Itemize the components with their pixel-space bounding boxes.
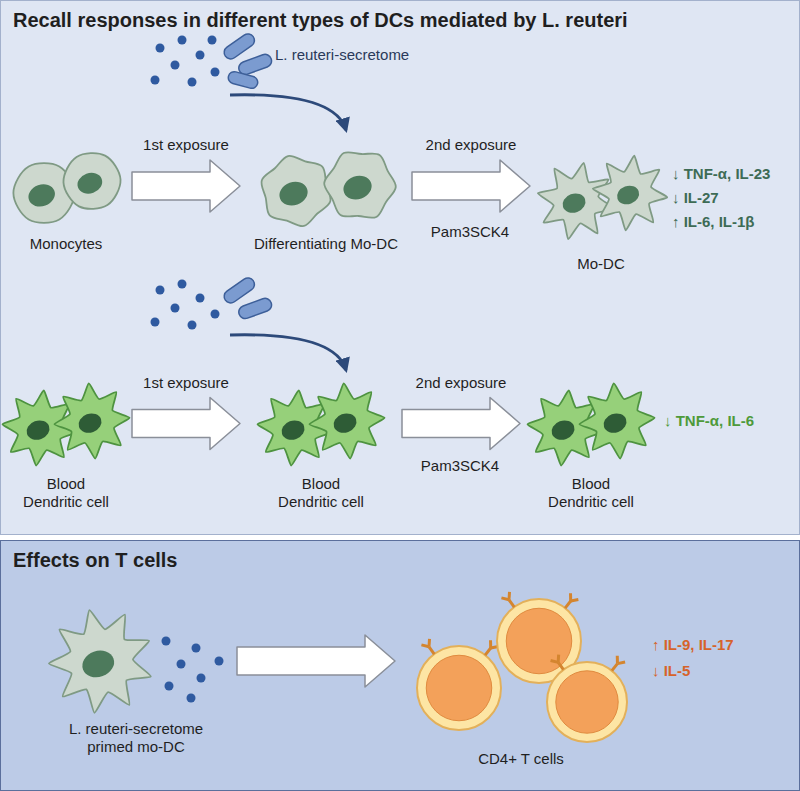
receptor	[565, 593, 578, 608]
cell-nucleus	[76, 410, 104, 436]
cell-illustration	[257, 383, 384, 465]
cell-illustration	[417, 592, 627, 742]
cell-illustration	[6, 376, 126, 471]
secretome-dot	[177, 660, 186, 669]
cytokine-change: ↓ IL-27	[672, 189, 719, 207]
cell-label: Mo-DC	[541, 255, 661, 273]
cell-nucleus	[601, 410, 629, 436]
cell-body	[261, 156, 330, 226]
secretome-dot	[192, 644, 201, 653]
exposure-label: 2nd exposure	[416, 374, 507, 391]
cytokine-change: ↑ IL-6, IL-1β	[672, 213, 755, 231]
block-arrow	[132, 160, 240, 212]
cell-nucleus	[75, 169, 106, 197]
secretome-dot	[187, 694, 196, 703]
exposure-label: 1st exposure	[143, 374, 229, 391]
cell-nucleus	[331, 410, 359, 436]
cell-body	[309, 383, 384, 458]
secretome-illustration	[151, 275, 347, 370]
cell-label: Blood Dendritic cell	[273, 475, 369, 511]
t-cell-nucleus	[426, 655, 492, 721]
cell-illustration	[538, 156, 667, 239]
t-cell-body	[417, 646, 501, 730]
cell-illustration	[6, 141, 126, 231]
cell-illustration	[246, 141, 406, 231]
t-cell-nucleus	[506, 608, 572, 674]
cell-nucleus	[276, 178, 311, 210]
cell-label: Blood Dendritic cell	[18, 475, 114, 511]
cell-illustration	[261, 152, 395, 226]
panel: Recall responses in different types of D…	[0, 0, 800, 535]
cell-body	[49, 610, 151, 713]
cell-body	[538, 163, 614, 239]
cytokine-change: ↓ TNF-α, IL-6	[664, 412, 754, 430]
cytokine-change: ↓ TNF-α, IL-23	[672, 165, 770, 183]
block-arrow	[412, 160, 530, 212]
cell-nucleus	[549, 417, 577, 443]
exposure-label: 2nd exposure	[426, 136, 517, 153]
t-cell-body	[547, 662, 627, 742]
cell-nucleus	[25, 181, 58, 211]
cell-illustration	[527, 383, 654, 465]
block-arrow	[132, 398, 240, 450]
receptor	[501, 592, 514, 607]
cell-illustration	[41, 606, 231, 716]
block-arrow	[237, 635, 395, 687]
exposure-label: 1st exposure	[143, 136, 229, 153]
panel-heading: Effects on T cells	[1, 541, 799, 580]
cell-label: L. reuteri-secretome primed mo-DC	[51, 720, 221, 756]
cell-label: Differentiating Mo-DC	[246, 235, 406, 253]
cell-group: Blood Dendritic cell	[6, 376, 126, 511]
cell-nucleus	[279, 417, 307, 443]
cell-nucleus	[24, 417, 52, 443]
cell-nucleus	[560, 190, 588, 216]
secretome-dot	[197, 674, 206, 683]
receptor	[551, 655, 564, 670]
panel-ground	[1, 1, 799, 534]
cell-illustration	[401, 586, 641, 746]
cell-body	[63, 153, 120, 209]
cytokine-change: ↑ IL-9, IL-17	[652, 636, 734, 654]
cell-label: Blood Dendritic cell	[543, 475, 639, 511]
cell-nucleus	[614, 183, 641, 208]
cell-nucleus	[79, 646, 118, 681]
cell-label: Monocytes	[11, 235, 121, 253]
cell-body	[593, 156, 668, 231]
cell-group: Differentiating Mo-DC	[246, 141, 406, 253]
cell-illustration	[526, 376, 656, 471]
cell-body	[54, 383, 129, 458]
receptor	[421, 639, 434, 654]
annotation: Pam3SCK4	[431, 223, 509, 241]
cell-illustration	[49, 610, 224, 713]
receptor	[612, 656, 625, 671]
cell-illustration	[13, 153, 120, 223]
annotation: L. reuteri-secretome	[275, 46, 409, 64]
cell-illustration	[536, 141, 666, 251]
cell-body	[579, 383, 654, 458]
secretome-dot	[165, 682, 174, 691]
cell-group: Blood Dendritic cell	[526, 376, 656, 511]
secretome-dot	[215, 657, 224, 666]
cell-group: CD4+ T cells	[401, 586, 641, 768]
t-cell-nucleus	[556, 671, 618, 733]
cell-group: Monocytes	[6, 141, 126, 253]
cell-body	[324, 152, 396, 218]
cell-label: CD4+ T cells	[421, 750, 621, 768]
secretome-dot	[162, 637, 171, 646]
cell-nucleus	[340, 172, 375, 204]
panel-heading: Recall responses in different types of D…	[1, 1, 799, 40]
cell-group: Blood Dendritic cell	[246, 376, 396, 511]
cell-illustration	[2, 383, 129, 465]
cell-group: L. reuteri-secretome primed mo-DC	[41, 606, 231, 756]
annotation: Pam3SCK4	[421, 457, 499, 475]
cytokine-change: ↓ IL-5	[652, 662, 690, 680]
cell-group: Mo-DC	[536, 141, 666, 273]
cell-illustration	[246, 376, 396, 471]
block-arrow	[402, 398, 520, 450]
panel-ground	[1, 541, 799, 790]
